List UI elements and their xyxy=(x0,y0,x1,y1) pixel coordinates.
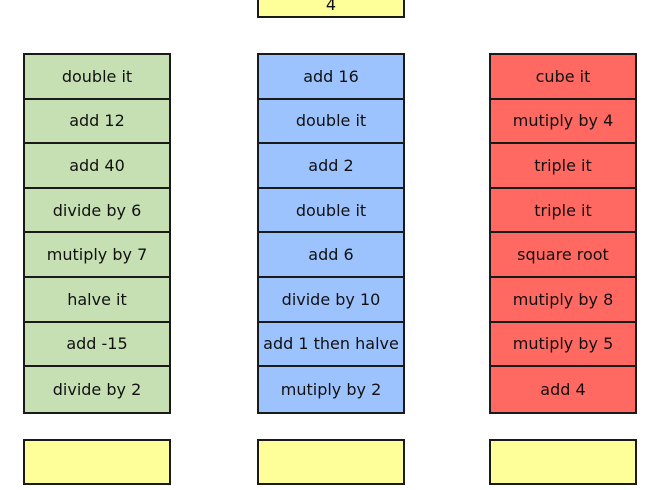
function-machine-column-red: cube it mutiply by 4 triple it triple it… xyxy=(489,53,637,414)
step-cell: mutiply by 4 xyxy=(491,100,635,145)
step-cell: mutiply by 5 xyxy=(491,323,635,368)
step-cell: double it xyxy=(259,189,403,234)
step-cell: add 6 xyxy=(259,233,403,278)
answer-box-green[interactable] xyxy=(23,439,171,485)
answer-box-blue[interactable] xyxy=(257,439,405,485)
start-number: 4 xyxy=(325,0,337,14)
step-cell: mutiply by 8 xyxy=(491,278,635,323)
step-cell: divide by 2 xyxy=(52,379,142,399)
step-cell: mutiply by 7 xyxy=(25,233,169,278)
step-cell: add 40 xyxy=(25,144,169,189)
step-cell: cube it xyxy=(491,55,635,100)
step-cell: divide by 6 xyxy=(25,189,169,234)
step-cell: triple it xyxy=(491,144,635,189)
step-cell: add 2 xyxy=(259,144,403,189)
step-cell: add -15 xyxy=(25,323,169,368)
step-cell: add 1 then halve xyxy=(259,323,403,368)
step-cell: triple it xyxy=(491,189,635,234)
step-cell: mutiply by 2 xyxy=(280,379,382,399)
step-cell: double it xyxy=(259,100,403,145)
step-cell: add 16 xyxy=(259,55,403,100)
step-cell: add 12 xyxy=(25,100,169,145)
step-cell: double it xyxy=(25,55,169,100)
function-machine-column-green: double it add 12 add 40 divide by 6 muti… xyxy=(23,53,171,414)
step-cell: halve it xyxy=(25,278,169,323)
step-cell: add 4 xyxy=(540,379,586,399)
step-cell: square root xyxy=(491,233,635,278)
answer-box-red[interactable] xyxy=(489,439,637,485)
start-number-box: 4 xyxy=(257,0,405,18)
function-machine-column-blue: add 16 double it add 2 double it add 6 d… xyxy=(257,53,405,414)
step-cell: divide by 10 xyxy=(259,278,403,323)
